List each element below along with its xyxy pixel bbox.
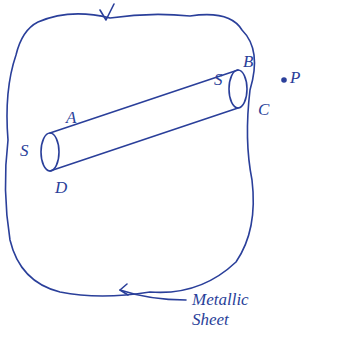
surface-label: S	[214, 70, 223, 90]
cylinder-right-cap	[229, 70, 247, 108]
part-label: Metallic Sheet	[192, 290, 262, 329]
point-label: P	[290, 68, 300, 88]
cylinder-left-cap	[41, 133, 59, 171]
point-label: A	[66, 108, 76, 128]
tick-mark	[100, 4, 114, 20]
point-label: D	[55, 178, 67, 198]
pointer-line	[120, 290, 186, 300]
metallic-sheet-outline	[5, 14, 254, 296]
cylinder-side-bottom	[50, 108, 238, 171]
surface-label: S	[20, 141, 29, 161]
pointer-head	[120, 284, 128, 295]
point-dot	[282, 78, 286, 82]
point-label: C	[258, 100, 269, 120]
cylinder-side-top	[50, 70, 238, 133]
point-label: B	[243, 52, 253, 72]
